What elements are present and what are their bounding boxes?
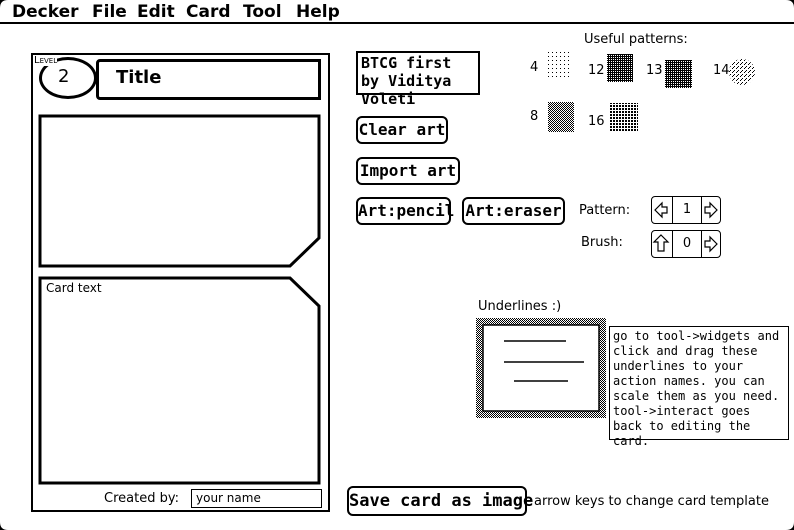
art-eraser-button[interactable]: Art:eraser (462, 197, 565, 225)
card-title[interactable]: Title (116, 67, 162, 88)
pattern-12-swatch (607, 54, 633, 82)
card-text-field[interactable]: Card text (46, 281, 102, 295)
arrow-right-icon[interactable] (702, 231, 720, 257)
save-card-button[interactable]: Save card as image (347, 486, 533, 516)
level-label: Level (34, 55, 58, 66)
menu-decker[interactable]: Decker (12, 2, 79, 22)
underlines-heading: Underlines :) (478, 299, 562, 314)
brush-value[interactable]: 0 (672, 231, 702, 257)
name-field[interactable]: your name (191, 489, 322, 508)
arrow-up-icon[interactable] (652, 231, 670, 257)
arrow-right-icon[interactable] (702, 197, 720, 223)
art-pencil-button[interactable]: Art:pencil (356, 197, 454, 225)
clear-art-button[interactable]: Clear art (356, 116, 448, 144)
menu-file[interactable]: File (92, 2, 127, 22)
menu-tool[interactable]: Tool (243, 2, 282, 22)
pattern-14-swatch (729, 59, 755, 85)
pattern-13-swatch (665, 60, 692, 88)
arrow-left-icon[interactable] (652, 197, 670, 223)
credit-label: BTCG first by Viditya Voleti (356, 51, 480, 108)
pattern-14-label: 14 (713, 63, 730, 78)
menu-card[interactable]: Card (186, 2, 231, 22)
pattern-label: Pattern: (579, 203, 631, 218)
art-panel (38, 114, 321, 268)
brush-stepper: 0 (651, 230, 721, 258)
instructions-note: go to tool->widgets and click and drag t… (609, 326, 789, 448)
menu-help[interactable]: Help (296, 2, 340, 22)
title-box[interactable] (96, 59, 321, 100)
pattern-16-label: 16 (588, 114, 605, 129)
card-text-panel (38, 276, 321, 485)
level-oval (39, 57, 97, 99)
pattern-stepper: 1 (651, 196, 721, 224)
pattern-swatches (545, 52, 755, 132)
pattern-8-swatch (548, 102, 574, 132)
footer-hint: arrow keys to change card template (534, 494, 769, 509)
art-canvas[interactable] (42, 118, 317, 238)
pattern-8-label: 8 (530, 109, 539, 124)
import-art-button[interactable]: Import art (356, 157, 460, 185)
brush-label: Brush: (581, 235, 623, 250)
menu-edit[interactable]: Edit (137, 2, 175, 22)
level-value[interactable]: 2 (58, 66, 70, 87)
pattern-16-swatch (610, 103, 638, 132)
card-panels (38, 114, 321, 485)
pattern-4-swatch (545, 52, 571, 80)
pattern-value[interactable]: 1 (672, 197, 702, 223)
pattern-12-label: 12 (588, 63, 605, 78)
created-by-label: Created by: (104, 491, 179, 506)
pattern-4-label: 4 (530, 60, 539, 75)
pattern-13-label: 13 (646, 63, 663, 78)
underlines-box (476, 318, 606, 418)
patterns-heading: Useful patterns: (584, 32, 688, 47)
menu-bar: Decker File Edit Card Tool Help (0, 0, 794, 24)
